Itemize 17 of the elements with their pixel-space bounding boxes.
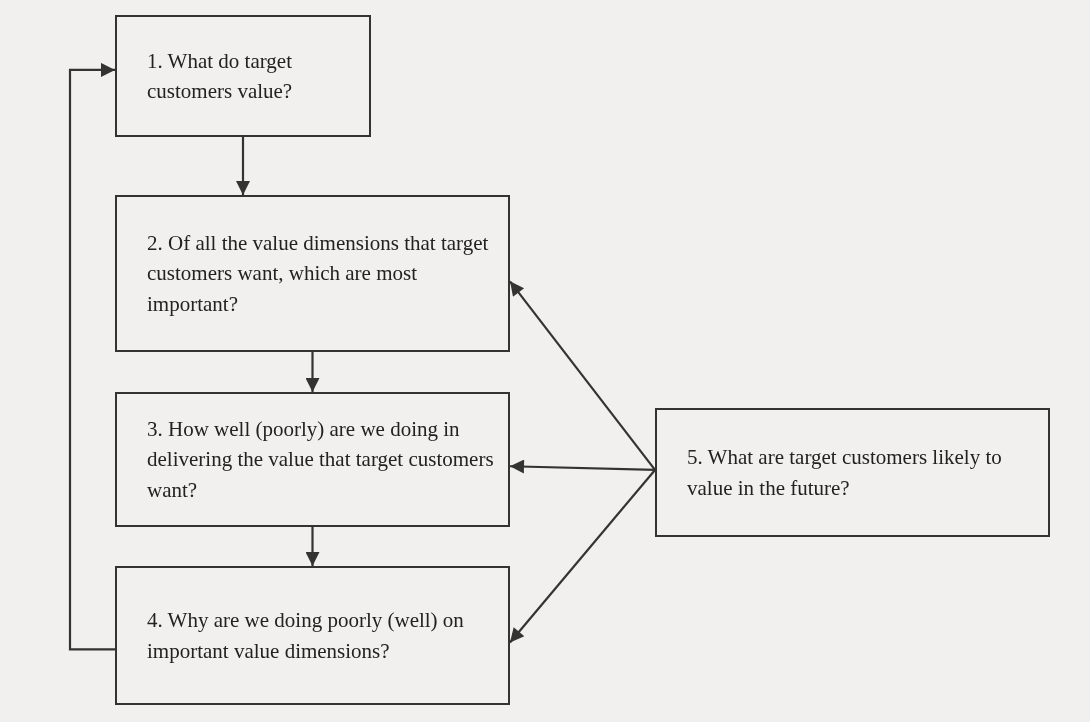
arrow xyxy=(236,137,250,195)
box-text: 3. How well (poorly) are we doing in delivering the value that target customers want? xyxy=(147,415,495,504)
box-text: 1. What do target customers value? xyxy=(147,47,294,105)
arrow xyxy=(305,527,320,566)
process-box xyxy=(115,392,510,527)
arrow xyxy=(68,62,115,651)
box-text: 4. Why are we doing poorly (well) on important value dimensions? xyxy=(147,607,465,665)
arrow xyxy=(509,469,656,644)
process-box xyxy=(115,15,371,137)
arrow xyxy=(509,280,656,471)
arrow xyxy=(305,352,320,392)
arrow xyxy=(509,459,656,474)
process-box xyxy=(115,195,510,352)
process-box xyxy=(115,566,510,705)
box-text: 5. What are target customers likely to value in the future? xyxy=(687,444,1003,502)
process-box xyxy=(655,408,1050,537)
box-text: 2. Of all the value dimensions that target customers want, which are most important? xyxy=(147,229,490,318)
